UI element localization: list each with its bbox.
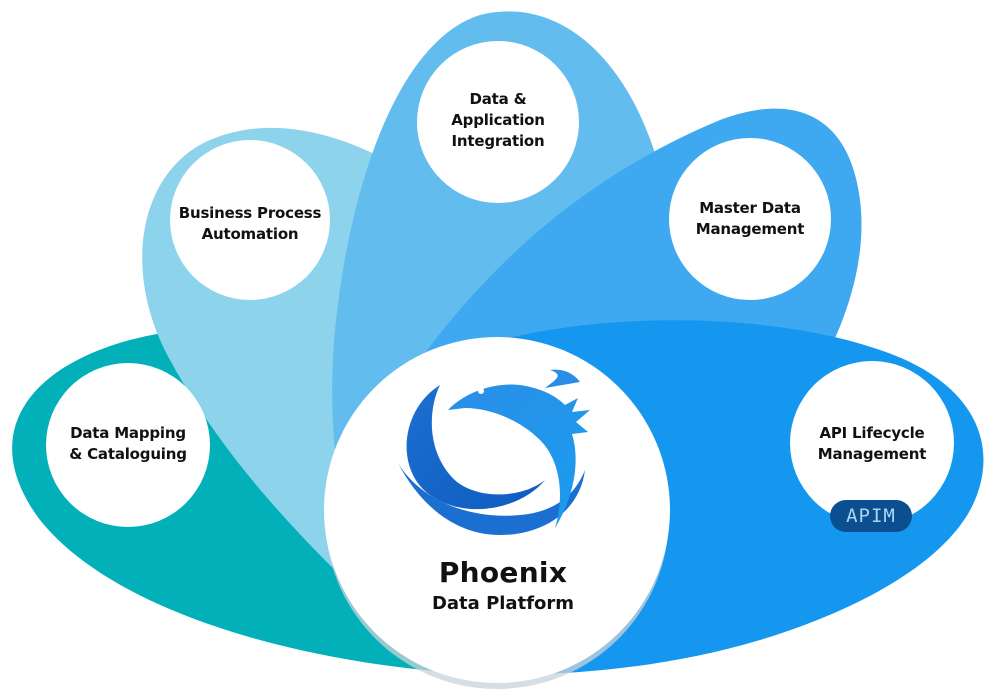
label-line: Master Data bbox=[699, 199, 801, 217]
apim-badge: APIM bbox=[830, 500, 912, 532]
label-master-data: Master Data Management bbox=[670, 198, 830, 240]
node-circle-master-data bbox=[669, 138, 831, 300]
label-line: Management bbox=[817, 445, 927, 463]
label-line: Integration bbox=[451, 132, 545, 150]
label-business-process: Business Process Automation bbox=[165, 203, 335, 245]
node-circle-business-process bbox=[170, 140, 330, 300]
label-line: Application bbox=[451, 111, 545, 129]
label-line: Data Mapping bbox=[70, 424, 186, 442]
center-title: Phoenix bbox=[438, 556, 568, 589]
label-line: Business Process bbox=[178, 204, 322, 222]
label-api-lifecycle: API Lifecycle Management bbox=[792, 423, 952, 465]
node-circle-data-integration bbox=[417, 41, 579, 203]
label-line: & Cataloguing bbox=[69, 445, 187, 463]
label-line: Automation bbox=[201, 225, 299, 243]
label-line: API Lifecycle bbox=[819, 424, 925, 442]
label-line: Management bbox=[695, 220, 805, 238]
center-subtitle: Data Platform bbox=[431, 593, 575, 614]
phoenix-logo-icon bbox=[398, 369, 590, 535]
label-data-integration: Data & Application Integration bbox=[418, 89, 578, 152]
label-line: Data & bbox=[469, 90, 527, 108]
node-circle-data-mapping bbox=[46, 363, 210, 527]
node-circle-api-lifecycle bbox=[790, 361, 954, 525]
label-data-mapping: Data Mapping & Cataloguing bbox=[48, 423, 208, 465]
